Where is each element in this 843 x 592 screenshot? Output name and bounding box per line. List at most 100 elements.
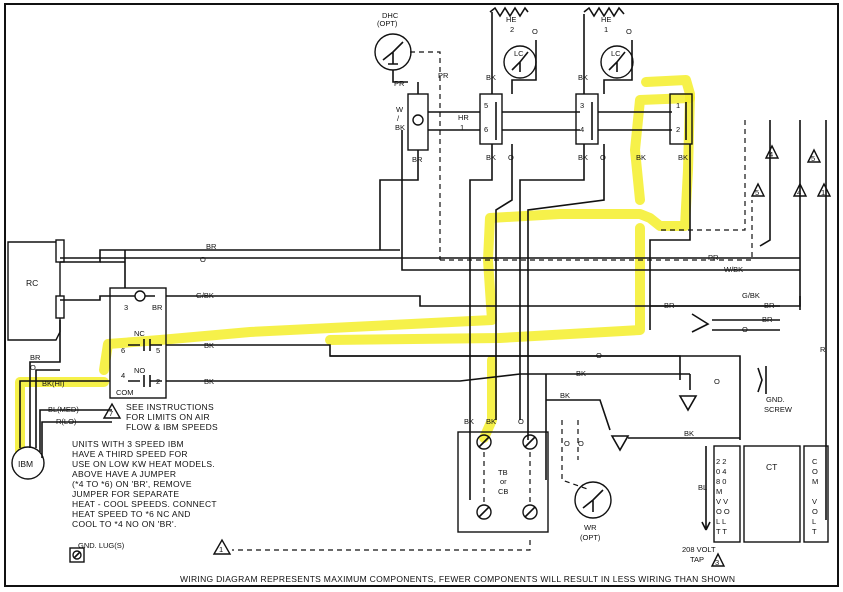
lbl-r-lo: R(LO) (56, 417, 77, 426)
volt-tap: 208 VOLT TAP 3 (682, 545, 726, 567)
he1-label: HE (601, 15, 611, 24)
lbl-pr-top: PR (438, 71, 449, 80)
callout-3: 3 (715, 558, 719, 567)
svg-text:O O: O O (716, 507, 730, 516)
diagram-frame (4, 3, 839, 587)
svg-text:V: V (812, 497, 817, 506)
lbl-slash: / (397, 114, 400, 123)
wr-opt: (OPT) (580, 533, 601, 542)
callout-4b: 4 (797, 188, 801, 197)
svg-text:0 4: 0 4 (716, 467, 726, 476)
instructions-note: 7 SEE INSTRUCTIONS FOR LIMITS ON AIR FLO… (102, 402, 218, 432)
hr-t5: 5 (484, 101, 488, 110)
svg-text:M: M (716, 487, 722, 496)
callout-1-bottom-num: 1 (219, 545, 223, 554)
callout-5a: 5 (755, 188, 759, 197)
lbl-bk-he2: BK (486, 73, 496, 82)
cb-label: CB (498, 487, 508, 496)
gnd-screw: GND. SCREW (757, 366, 793, 414)
svg-text:HAVE A THIRD SPEED FOR: HAVE A THIRD SPEED FOR (72, 449, 188, 459)
svg-text:L: L (812, 517, 816, 526)
lbl-br-right1: BR (764, 301, 775, 310)
svg-text:HEAT - COOL SPEEDS. CONNECT: HEAT - COOL SPEEDS. CONNECT (72, 499, 217, 509)
highlight-path (15, 75, 695, 460)
ibm-speed-note: UNITS WITH 3 SPEED IBM HAVE A THIRD SPEE… (72, 439, 217, 529)
callout-group-right: 4 5 5 4 1 (750, 144, 832, 197)
lbl-o-r34: O (600, 153, 606, 162)
lbl-o-hr: O (508, 153, 514, 162)
tb-label: TB (498, 468, 508, 477)
lbl-g-bk-left: G/BK (196, 291, 214, 300)
relay-nc: NC (134, 329, 145, 338)
lbl-bk-he1: BK (578, 73, 588, 82)
relay-br: BR (152, 303, 163, 312)
lbl-pr-dhc: PR (394, 79, 405, 88)
lbl-o-nut: O (714, 377, 720, 386)
he1-o: O (626, 27, 632, 36)
rc-capacitor: RC (7, 239, 65, 341)
he1-element: HE 1 O LC (583, 6, 634, 79)
lbl-br-right2: BR (762, 315, 773, 324)
svg-text:8 0: 8 0 (716, 477, 726, 486)
lbl-w-bk-right: W/BK (724, 265, 743, 274)
svg-text:SEE INSTRUCTIONS: SEE INSTRUCTIONS (126, 402, 214, 412)
fan-relay: BR 3 NC 6 5 NO 4 2 COM (109, 250, 167, 399)
lbl-o-wr1: O (564, 439, 570, 448)
callout-1-bottom: 1 (212, 538, 232, 555)
lbl-bk-c2: BK (560, 391, 570, 400)
lbl-bk-tb1: BK (464, 417, 474, 426)
svg-text:2 2: 2 2 (716, 457, 726, 466)
tb-or: or (500, 477, 507, 486)
svg-text:HEAT SPEED TO *6 NC AND: HEAT SPEED TO *6 NC AND (72, 509, 191, 519)
callout-1: 1 (821, 188, 825, 197)
wr-relay: WR (OPT) (574, 481, 612, 542)
lbl-bk-ct: BK (684, 429, 694, 438)
hr-t6: 6 (484, 125, 488, 134)
he2-label: HE (506, 15, 516, 24)
lbl-r-right: R (820, 345, 826, 354)
dhc-opt: (OPT) (377, 19, 398, 28)
he2-o: O (532, 27, 538, 36)
wire-ibm-br (29, 320, 61, 448)
callout-4a: 4 (769, 150, 773, 159)
svg-text:O: O (812, 507, 818, 516)
lbl-br-ibm: BR (30, 353, 41, 362)
svg-text:UNITS WITH 3 SPEED IBM: UNITS WITH 3 SPEED IBM (72, 439, 184, 449)
he1-t4: 4 (580, 125, 584, 134)
footer-note: WIRING DIAGRAM REPRESENTS MAXIMUM COMPON… (180, 574, 735, 584)
he-relay-12: 1 2 (669, 93, 693, 145)
wire-o-center (330, 355, 741, 440)
lbl-bk-r34: BK (578, 153, 588, 162)
ct-label: CT (766, 462, 777, 472)
lbl-br-mid: BR (664, 301, 675, 310)
wire-pr-dashed (410, 51, 441, 260)
lbl-o-wr2: O (578, 439, 584, 448)
svg-text:FOR LIMITS ON AIR: FOR LIMITS ON AIR (126, 412, 210, 422)
lbl-o-top: O (200, 255, 206, 264)
wire-nut-upper (691, 313, 710, 333)
gnd-screw-l2: SCREW (764, 405, 793, 414)
gnd-lugs: GND. LUG(S) (69, 541, 125, 563)
lbl-br-top: BR (206, 242, 217, 251)
wire-o-top (60, 257, 800, 263)
svg-text:ABOVE HAVE A JUMPER: ABOVE HAVE A JUMPER (72, 469, 176, 479)
lbl-bk-hi: BK(HI) (42, 379, 65, 388)
lbl-o-right: O (742, 325, 748, 334)
lbl-bk-no: BK (204, 377, 214, 386)
hr-num: 1 (460, 123, 464, 132)
hr-relay: HR 1 5 6 (428, 93, 503, 145)
dhc-label: DHC (382, 11, 399, 20)
wr-label: WR (584, 523, 597, 532)
he2-element: HE 2 O LC (489, 6, 538, 79)
svg-text:FLOW & IBM SPEEDS: FLOW & IBM SPEEDS (126, 422, 218, 432)
svg-text:V V: V V (716, 497, 728, 506)
lbl-o-tb: O (518, 417, 524, 426)
svg-text:COOL TO *4 NO ON 'BR'.: COOL TO *4 NO ON 'BR'. (72, 519, 177, 529)
lc1-label: LC (611, 49, 621, 58)
wire-bk-no (166, 373, 690, 382)
ibm-label: IBM (18, 459, 33, 469)
he2-num: 2 (510, 25, 514, 34)
limit-block: W / BK BR (395, 93, 429, 164)
lbl-o-center: O (596, 351, 602, 360)
